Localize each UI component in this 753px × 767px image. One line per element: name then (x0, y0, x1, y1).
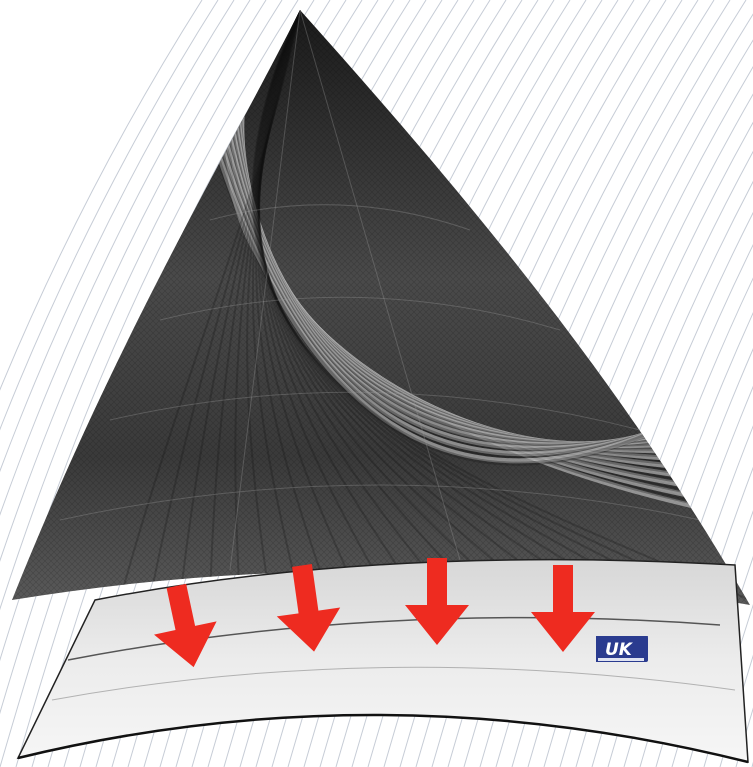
logo-text: UK (605, 640, 634, 660)
uk-sailmakers-logo: UK (596, 636, 648, 662)
